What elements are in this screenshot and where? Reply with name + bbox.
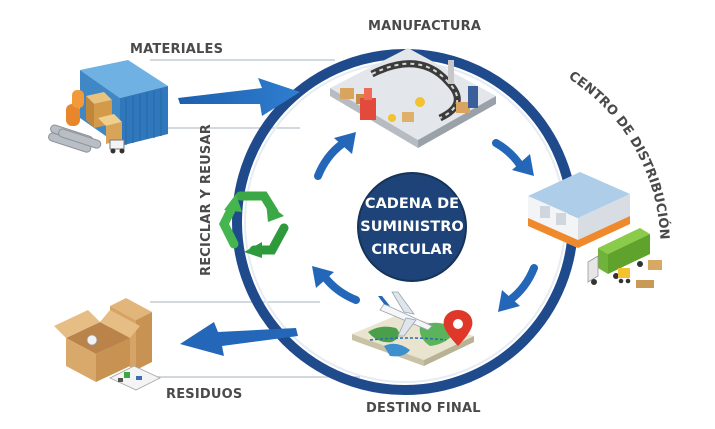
manufactura-label: MANUFACTURA: [368, 19, 481, 34]
center-title-line3: CIRCULAR: [371, 242, 452, 258]
arrow-manufactura-to-centro-icon: [492, 139, 534, 176]
shipping-container-icon: [48, 60, 168, 154]
arrow-centro-to-destino-icon: [498, 264, 538, 312]
reciclar-label: RECICLAR Y REUSAR: [199, 124, 214, 276]
airplane-map-icon: [352, 291, 474, 366]
recycle-icon: [218, 191, 289, 258]
materiales-label: MATERIALES: [130, 42, 223, 57]
warehouse-truck-icon: [528, 172, 662, 288]
arrow-reciclar-to-manufactura-icon: [314, 132, 356, 180]
center-title-line1: CADENA DE: [365, 196, 459, 212]
cardboard-boxes-icon: [54, 298, 161, 391]
connector-lines: [150, 59, 360, 378]
factory-conveyor-icon: [330, 48, 496, 148]
inner-arrows: [312, 132, 538, 312]
arrow-destino-to-reciclar-icon: [312, 266, 360, 304]
arrow-materiales-in-icon: [178, 78, 300, 116]
residuos-label: RESIDUOS: [166, 387, 242, 402]
center-circle: CADENA DE SUMINISTRO CIRCULAR: [357, 172, 467, 282]
arrow-residuos-out-icon: [180, 322, 298, 356]
center-title-line2: SUMINISTRO: [360, 219, 463, 235]
destino-final-label: DESTINO FINAL: [366, 401, 481, 416]
